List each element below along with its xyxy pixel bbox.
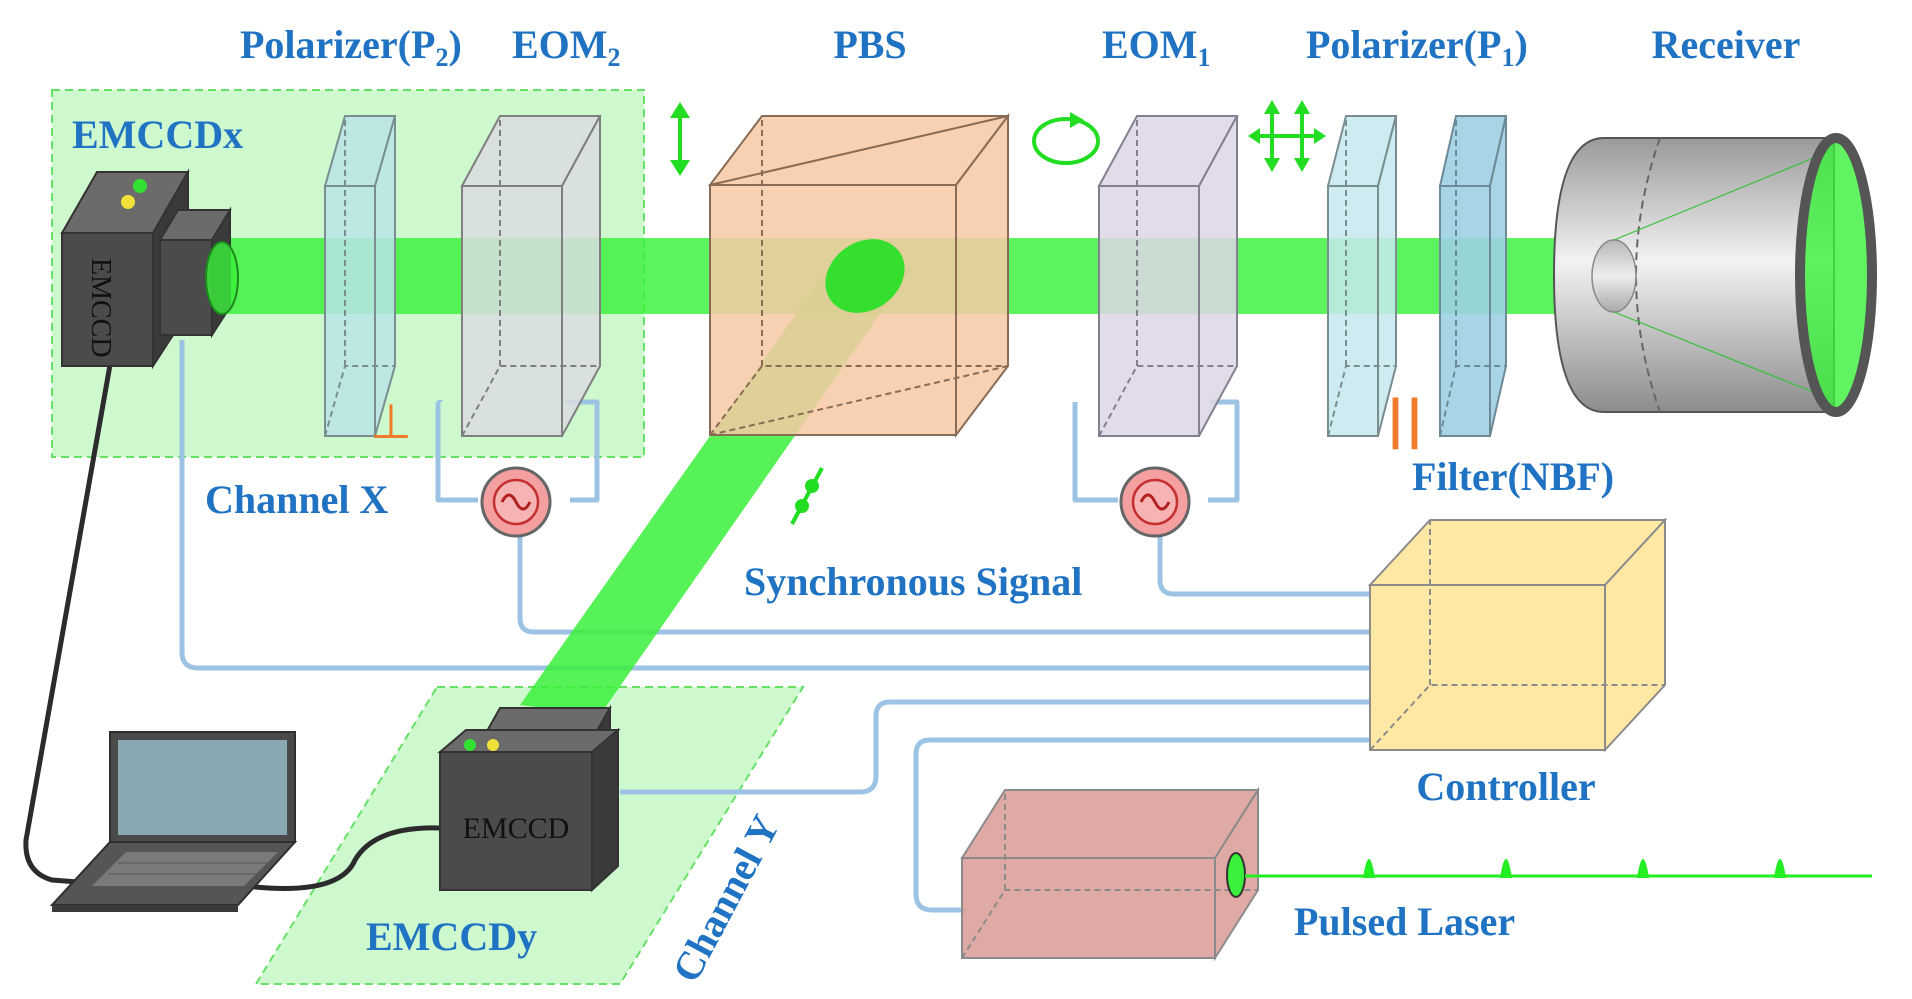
pulsed-laser-box: [960, 786, 1260, 962]
label-eom1: EOM1: [1102, 22, 1211, 72]
cable-laser-controller: [913, 737, 1370, 913]
parallel-symbol: ||: [1386, 390, 1424, 450]
cable-emccdx-controller: [179, 340, 1370, 671]
label-controller: Controller: [1416, 764, 1595, 809]
led-yellow-icon: [487, 739, 499, 751]
cable-eom1-loop: [1072, 399, 1240, 503]
cable-laptop-emccdy: [252, 825, 443, 891]
cable-emccdy-controller: [620, 699, 1370, 795]
filter-nbf: [1438, 115, 1508, 437]
laptop-icon: [49, 731, 298, 912]
pbs-beam-spot: [825, 239, 905, 313]
cable-emccdx-laptop: [23, 362, 113, 885]
mixed-polarization-icon: [1248, 100, 1326, 172]
circular-polarization-icon: [1032, 112, 1100, 165]
label-synchronous-signal: Synchronous Signal: [744, 559, 1082, 604]
controller-box: [1367, 517, 1668, 753]
signal-cables: [179, 340, 1370, 913]
receiver-telescope: [1552, 133, 1877, 417]
signal-generator-eom2: [480, 466, 552, 538]
cable-gen1-controller: [1157, 530, 1370, 597]
reflected-polarization-icon: [790, 467, 824, 525]
pbs-cube: [707, 113, 1011, 438]
camera-x-text: EMCCD: [85, 258, 116, 358]
label-filter: Filter(NBF): [1412, 454, 1614, 499]
perpendicular-symbol: ⊥: [370, 394, 412, 450]
led-green-icon: [133, 179, 147, 193]
polarizer-p1: [1326, 115, 1398, 437]
label-polarizer-p2: Polarizer(P2): [240, 22, 462, 72]
polarizer-p2: [323, 115, 397, 437]
label-channel-x: Channel X: [205, 477, 388, 522]
camera-x-lens: [205, 241, 239, 315]
cable-gen2-controller: [517, 530, 1370, 635]
label-pulsed-laser: Pulsed Laser: [1294, 899, 1515, 944]
vertical-polarization-icon: [670, 102, 690, 176]
label-eom2: EOM2: [512, 22, 621, 72]
label-polarizer-p1: Polarizer(P1): [1306, 22, 1528, 72]
computer-cables: [23, 362, 443, 891]
led-green-icon: [464, 739, 476, 751]
eom1-crystal: [1097, 115, 1239, 437]
label-receiver: Receiver: [1652, 22, 1801, 67]
emccd-x-camera: EMCCD: [60, 168, 239, 370]
led-yellow-icon: [121, 195, 135, 209]
emccd-y-camera: EMCCD: [437, 704, 621, 893]
laser-aperture: [1226, 852, 1246, 898]
laser-pulse-train: [1245, 859, 1872, 878]
eom2-crystal: [460, 115, 602, 437]
sine-wave-icon: [500, 493, 532, 511]
camera-y-text: EMCCD: [463, 812, 570, 845]
label-emccd-x: EMCCDx: [72, 112, 243, 157]
signal-generator-eom1: [1119, 466, 1191, 538]
sine-wave-icon: [1139, 493, 1171, 511]
label-emccd-y: EMCCDy: [366, 914, 537, 959]
receiver-aperture: [1795, 133, 1877, 417]
label-pbs: PBS: [833, 22, 906, 67]
